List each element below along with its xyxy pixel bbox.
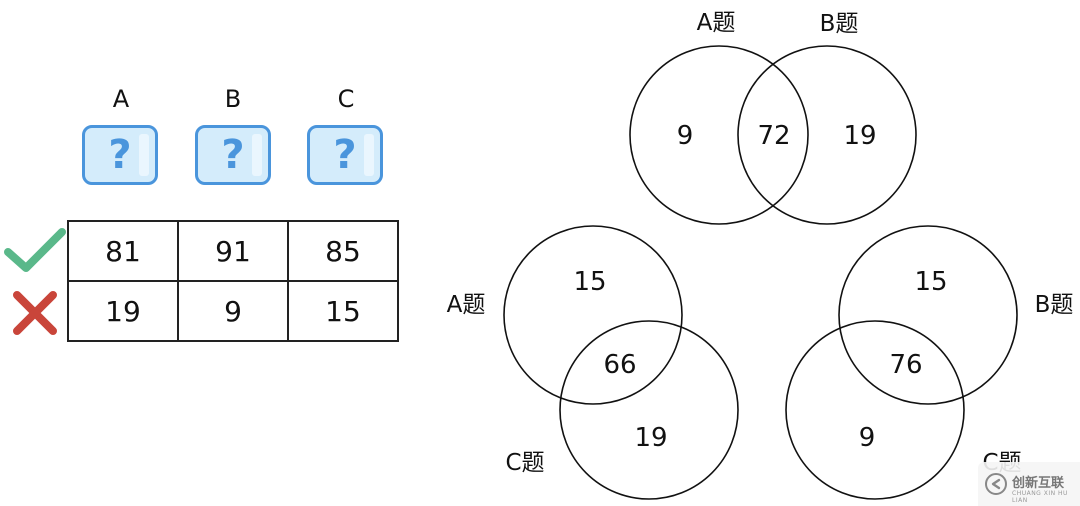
venn-ac-both: 66 <box>603 350 636 380</box>
table-cell: 19 <box>67 280 179 342</box>
venn-bc-circle-b <box>838 225 1018 405</box>
watermark-sub: CHUANG XIN HU LIAN <box>1012 490 1068 504</box>
logo-icon <box>985 473 1007 495</box>
table-cell: 85 <box>287 220 399 282</box>
question-mark-icon: ? <box>108 132 132 178</box>
question-box-a: ? <box>82 125 158 185</box>
venn-ab-circle-b <box>737 45 917 225</box>
venn-ab-a-only: 9 <box>677 121 694 151</box>
venn-ab-b-only: 19 <box>843 121 876 151</box>
watermark: 创新互联 CHUANG XIN HU LIAN <box>978 462 1080 506</box>
venn-bc-circle-c <box>785 320 965 500</box>
table-cell: 81 <box>67 220 179 282</box>
question-box-b: ? <box>195 125 271 185</box>
table-cell: 9 <box>177 280 289 342</box>
venn-ab-label-b: B题 <box>820 11 859 37</box>
table-cell: 15 <box>287 280 399 342</box>
cross-icon <box>13 291 57 335</box>
watermark-name: 创新互联 <box>1012 476 1065 491</box>
table-row-wrong: 19 9 15 <box>67 280 399 342</box>
venn-ab-circle-a <box>629 45 809 225</box>
table-cell: 91 <box>177 220 289 282</box>
venn-ac-c-only: 19 <box>634 423 667 453</box>
venn-bc-label-b: B题 <box>1035 292 1074 318</box>
question-mark-icon: ? <box>333 132 357 178</box>
venn-ac-label-c: C题 <box>505 450 544 476</box>
venn-ac-a-only: 15 <box>573 267 606 297</box>
question-mark-icon: ? <box>221 132 245 178</box>
venn-ac-circle-c <box>559 320 739 500</box>
column-label-c: C <box>337 85 355 113</box>
venn-bc-b-only: 15 <box>914 267 947 297</box>
column-label-a: A <box>112 85 130 113</box>
table-row-correct: 81 91 85 <box>67 220 399 282</box>
venn-ac-circle-a <box>503 225 683 405</box>
venn-ab-both: 72 <box>757 121 790 151</box>
results-table: 81 91 85 19 9 15 <box>67 220 399 342</box>
venn-bc-c-only: 9 <box>859 423 876 453</box>
question-box-c: ? <box>307 125 383 185</box>
venn-bc-both: 76 <box>889 350 922 380</box>
check-icon <box>4 228 66 272</box>
venn-ab-label-a: A题 <box>697 10 736 36</box>
venn-ac-label-a: A题 <box>447 292 486 318</box>
column-label-b: B <box>224 85 242 113</box>
